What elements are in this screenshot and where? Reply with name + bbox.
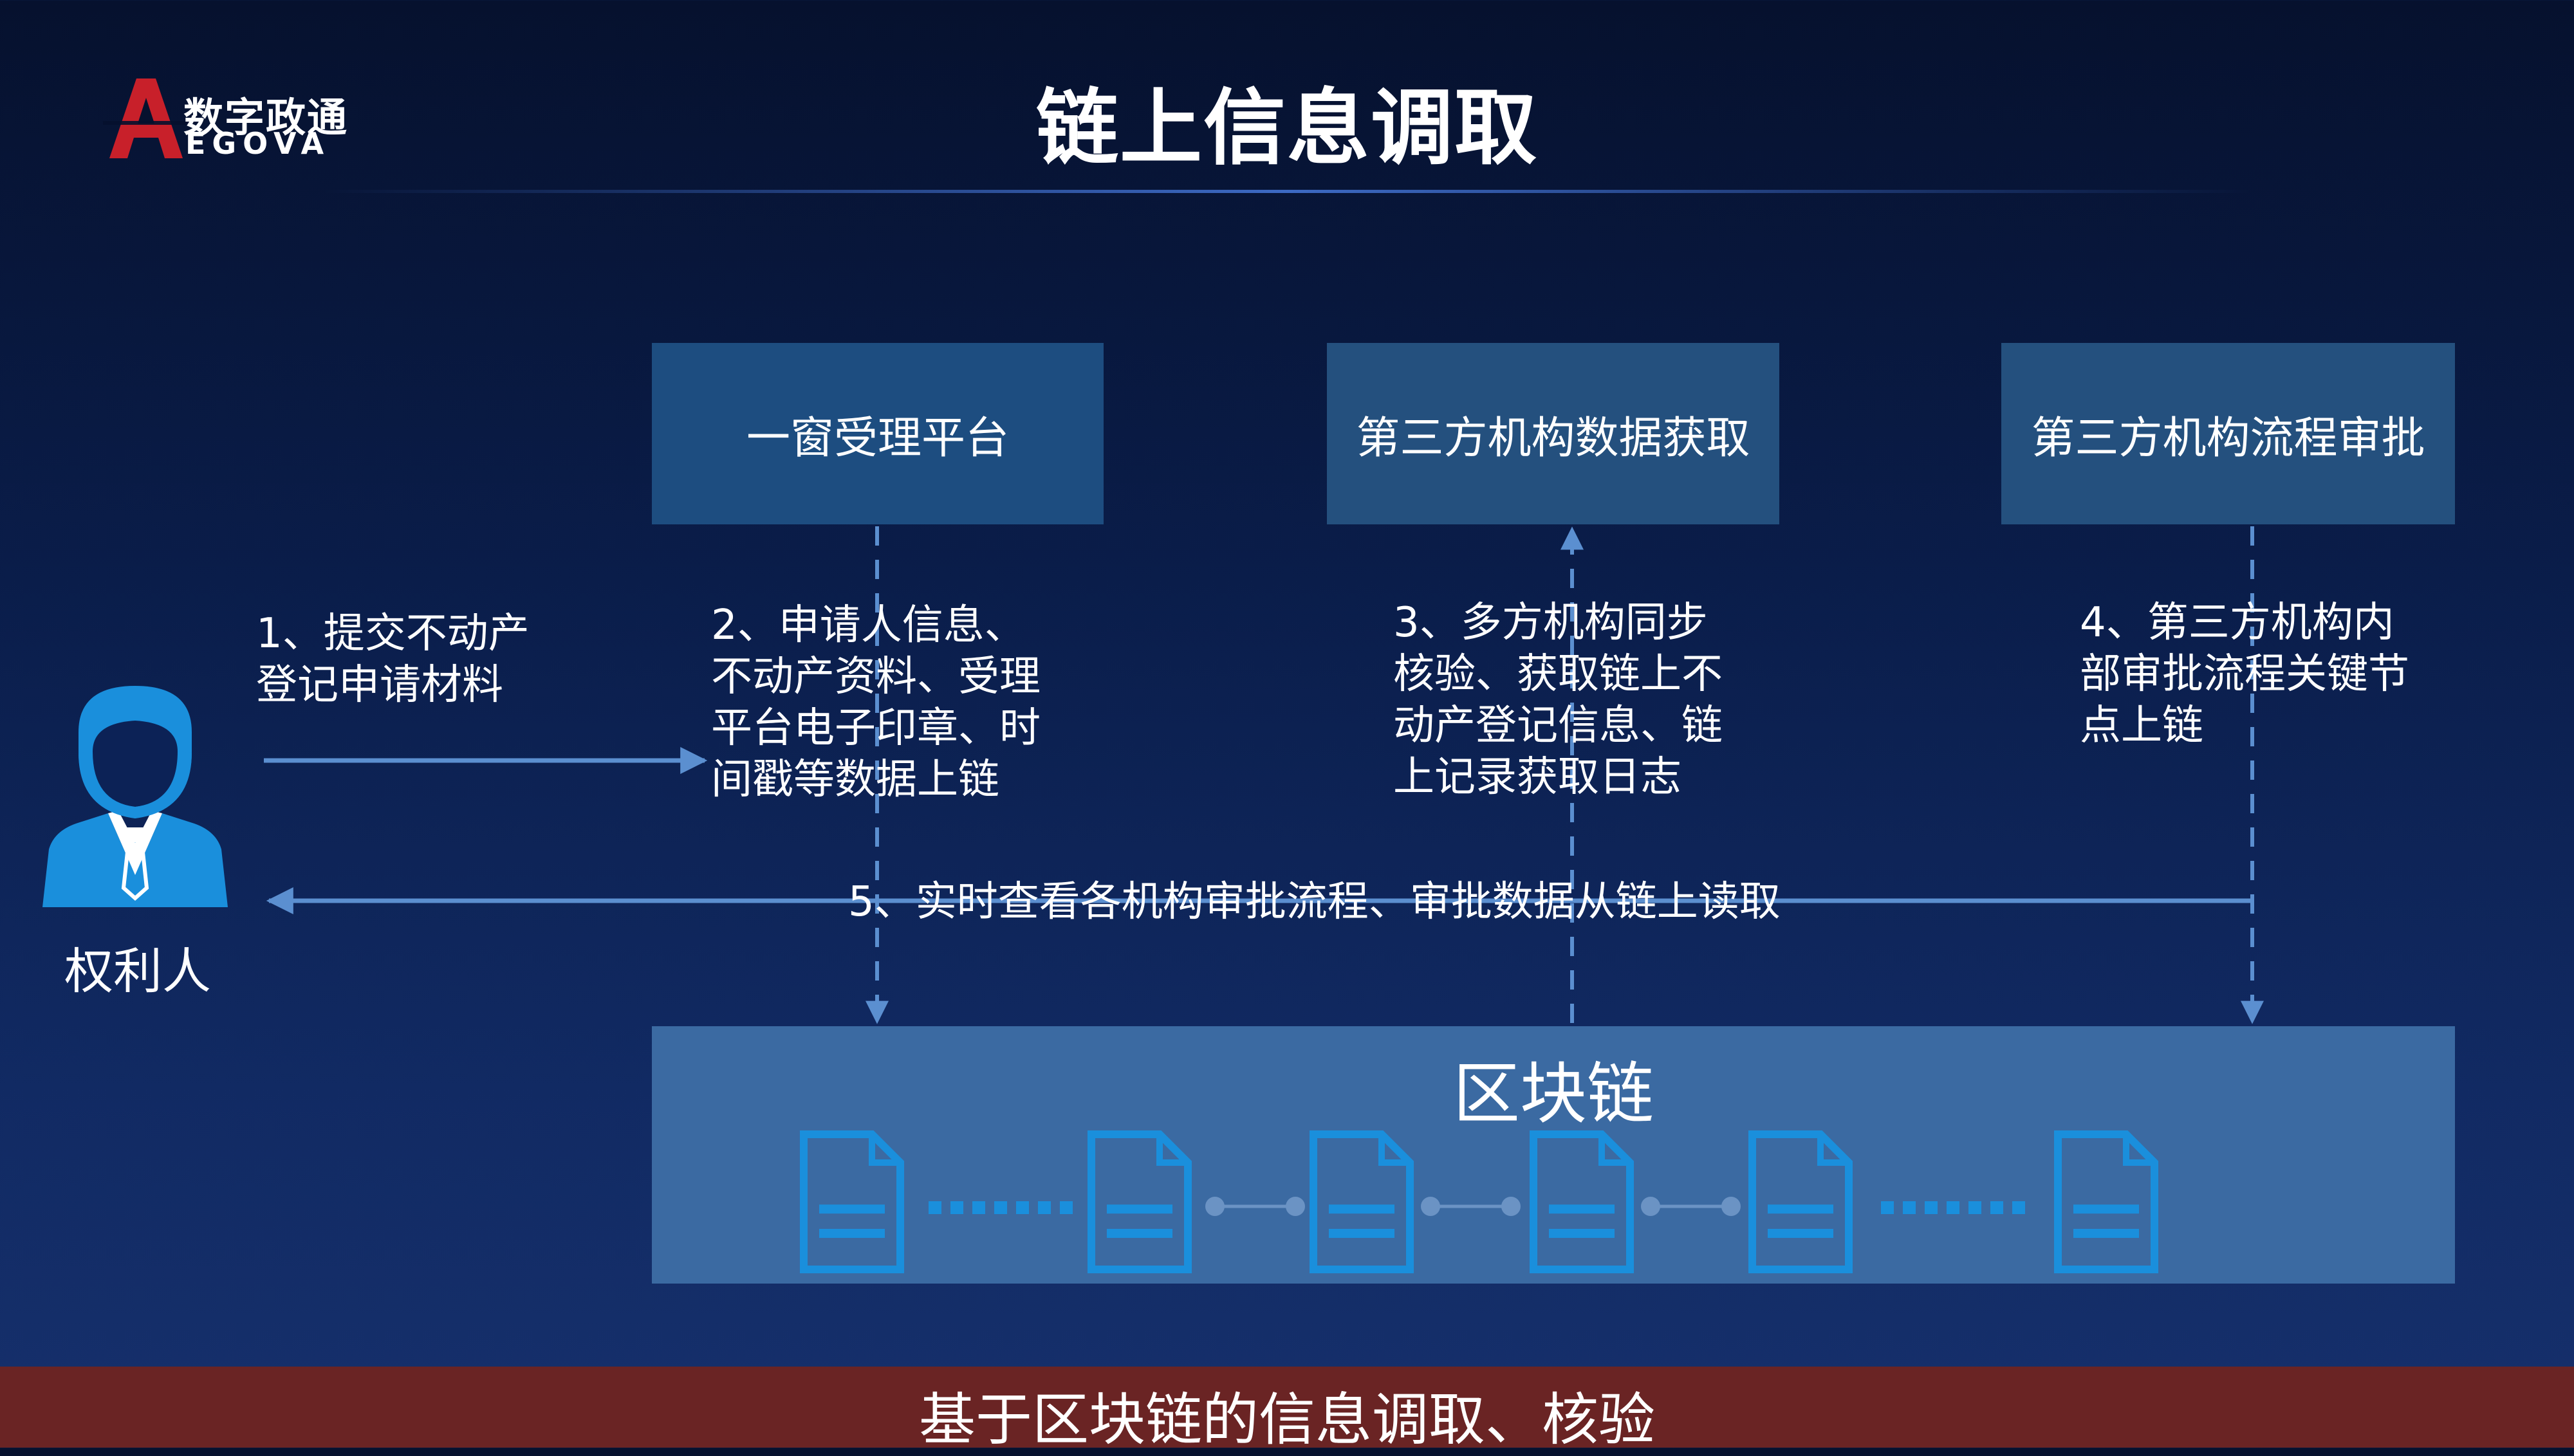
logo-chinese-text: 数字政通 bbox=[183, 94, 349, 141]
third-party-approval-box: 第三方机构流程审批 bbox=[2001, 343, 2455, 524]
block-document-icon bbox=[2054, 1130, 2158, 1273]
block-document-icon bbox=[1310, 1130, 1414, 1273]
blockchain-chain bbox=[800, 1130, 2158, 1273]
blockchain-box: 区块链 bbox=[652, 1026, 2455, 1284]
person-label: 权利人 bbox=[64, 943, 211, 1000]
logo-english-text: EGOVA bbox=[185, 126, 331, 161]
step-5-text: 5、实时查看各机构审批流程、审批数据从链上读取 bbox=[848, 878, 1781, 926]
footer-caption: 基于区块链的信息调取、核验 bbox=[918, 1387, 1655, 1453]
block-document-icon bbox=[800, 1130, 904, 1273]
block-document-icon bbox=[1530, 1130, 1634, 1273]
chain-gap-dots bbox=[929, 1201, 1073, 1214]
block-document-icon bbox=[1748, 1130, 1853, 1273]
step-2-text: 2、申请人信息、 不动产资料、受理 平台电子印章、时 间戳等数据上链 bbox=[711, 602, 1041, 804]
logo-a-icon bbox=[103, 78, 187, 158]
egova-logo: 数字政通 EGOVA bbox=[103, 76, 373, 161]
step-4-text: 4、第三方机构内 部审批流程关键节 点上链 bbox=[2080, 599, 2409, 750]
chain-link bbox=[1641, 1197, 1741, 1216]
one-window-platform-box: 一窗受理平台 bbox=[652, 343, 1104, 524]
page-title: 链上信息调取 bbox=[1035, 80, 1538, 176]
person-icon bbox=[42, 686, 228, 907]
third-party-data-box: 第三方机构数据获取 bbox=[1327, 343, 1779, 524]
chain-link bbox=[1205, 1197, 1305, 1216]
step-1-text: 1、提交不动产 登记申请材料 bbox=[256, 610, 530, 709]
footer-bar: 基于区块链的信息调取、核验 bbox=[0, 1367, 2574, 1453]
step-3-text: 3、多方机构同步 核验、获取链上不 动产登记信息、链 上记录获取日志 bbox=[1393, 599, 1723, 801]
title-divider bbox=[322, 190, 2252, 193]
block-document-icon bbox=[1088, 1130, 1192, 1273]
chain-gap-dots bbox=[1881, 1201, 2025, 1214]
chain-link bbox=[1421, 1197, 1521, 1216]
blockchain-title: 区块链 bbox=[1452, 1055, 1654, 1133]
